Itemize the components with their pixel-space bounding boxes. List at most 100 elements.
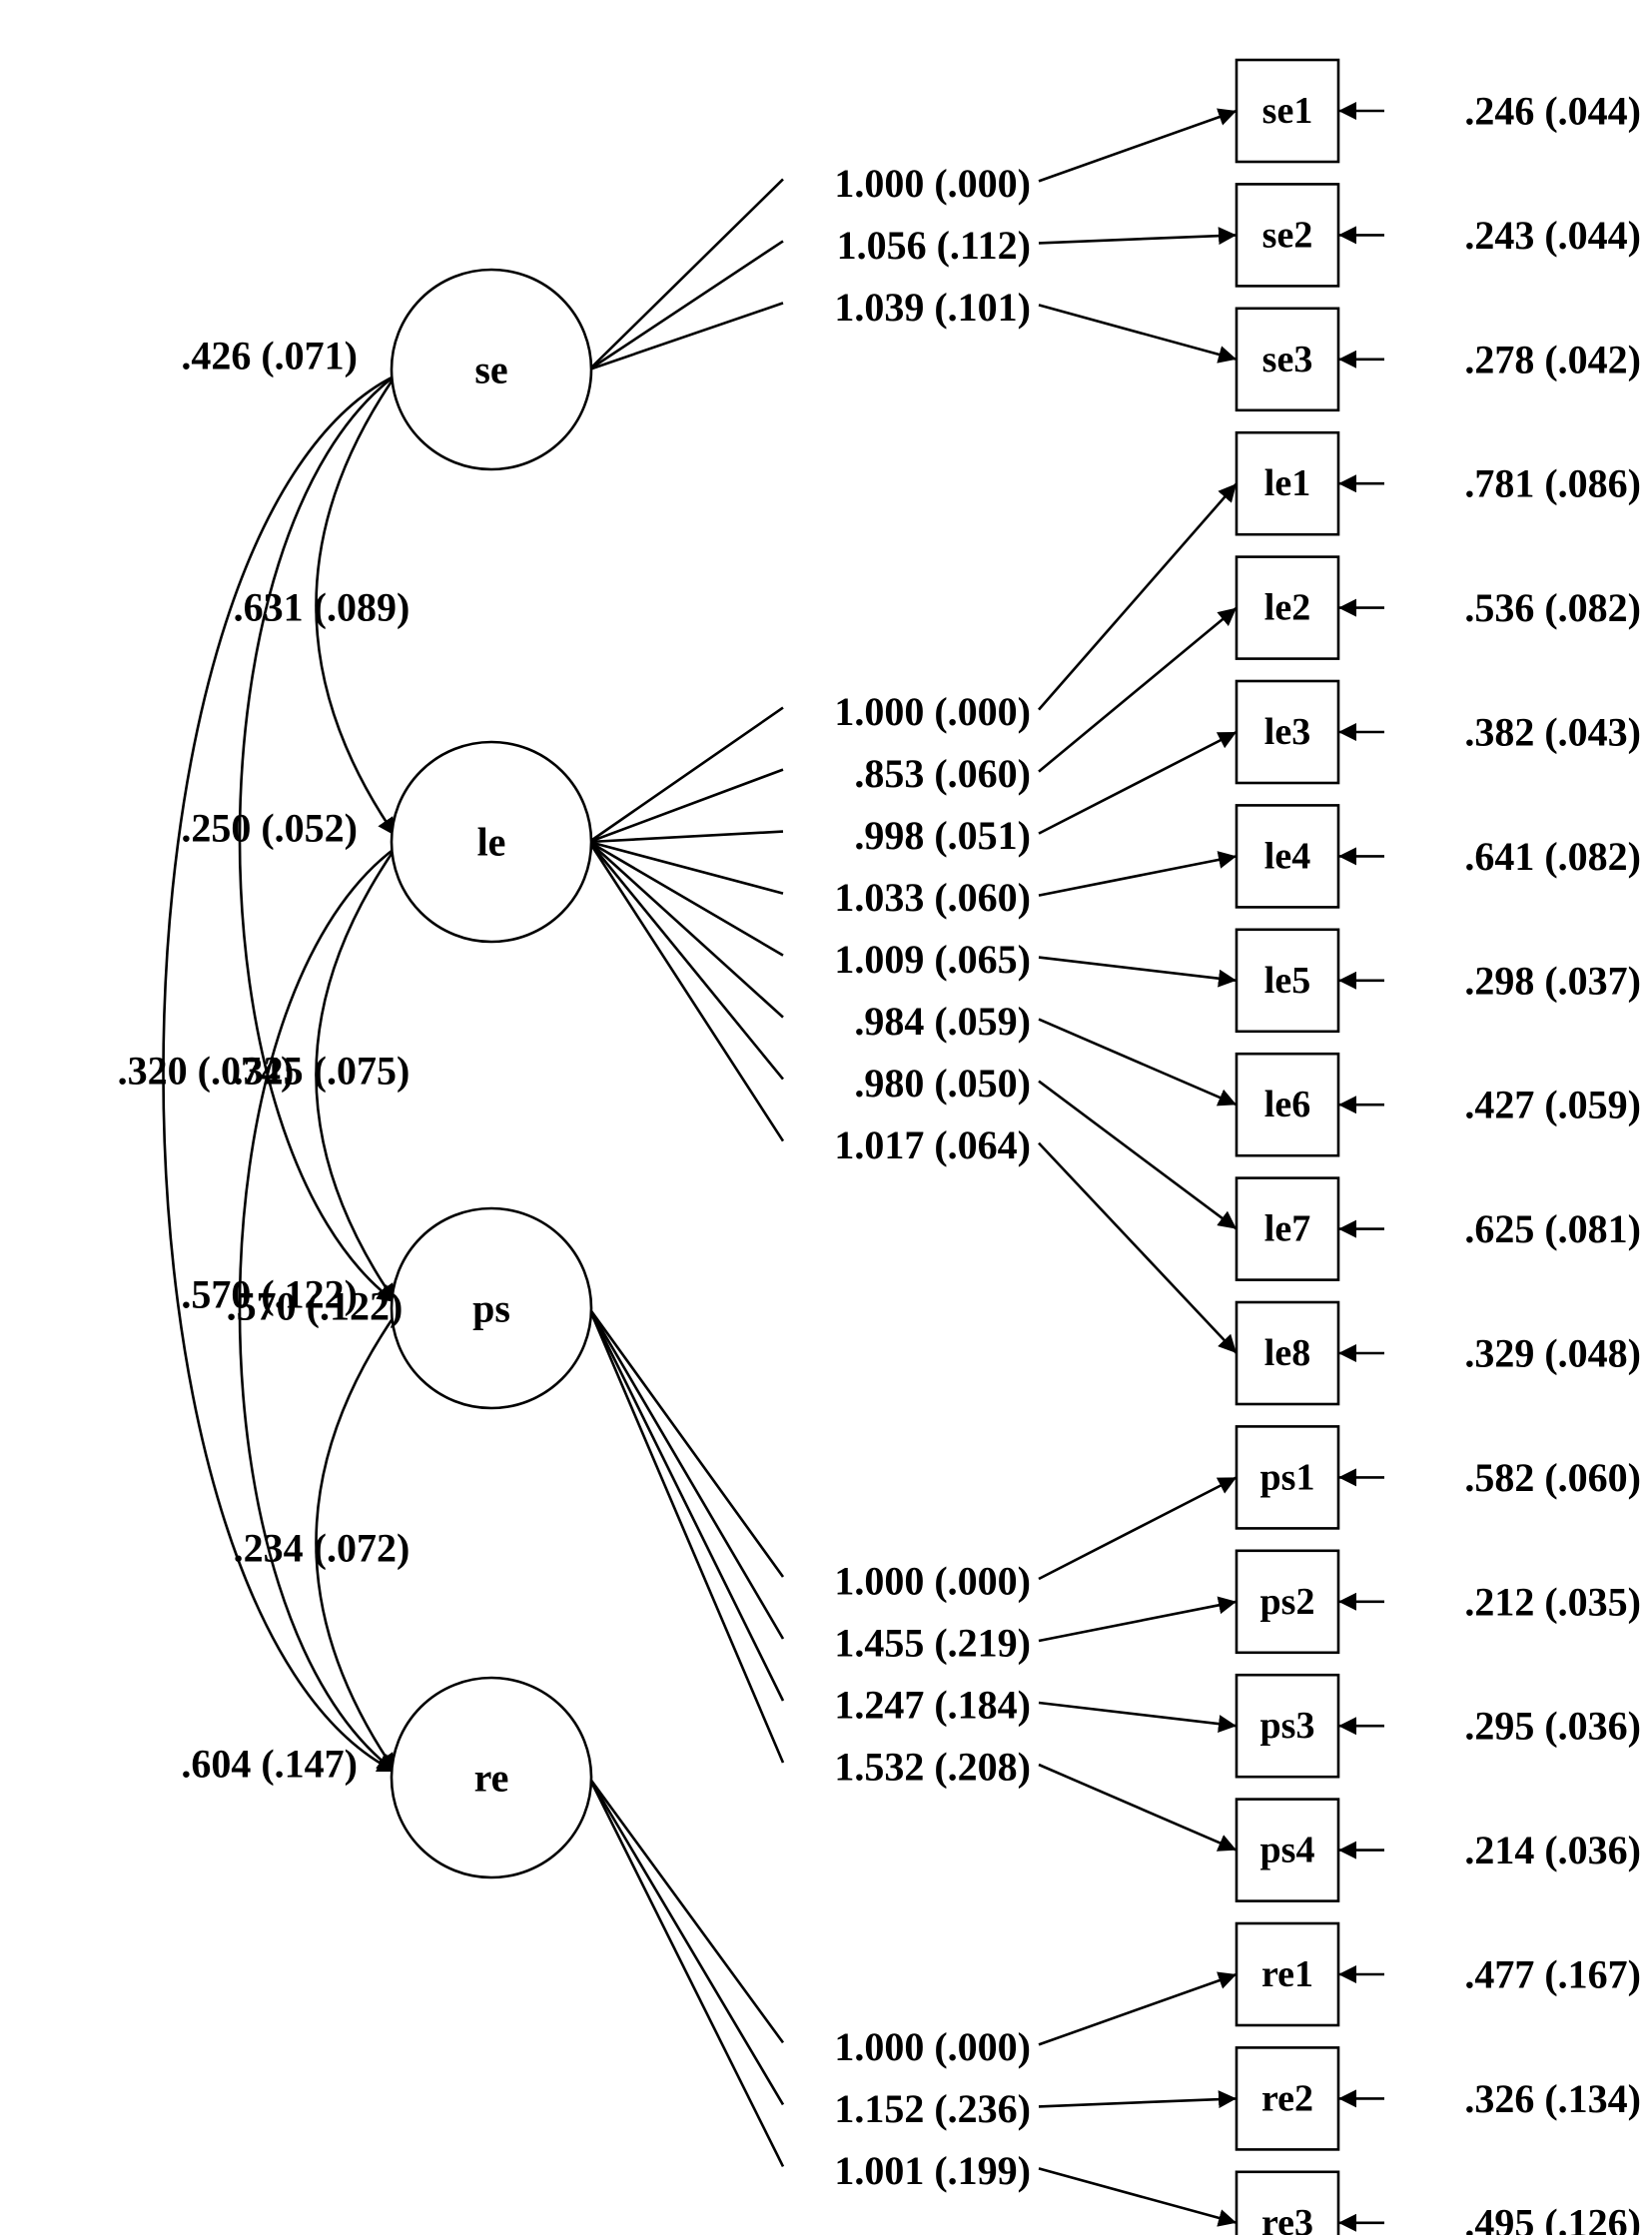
loading-arrow-le7: [1038, 1080, 1238, 1230]
indicator-box-re2: [1235, 2046, 1340, 2151]
loading-path-start-ps2: [587, 1307, 785, 1640]
latent-node-se: [390, 268, 593, 471]
indicator-label-le2: le2: [1264, 587, 1310, 629]
indicator-label-re2: re2: [1261, 2077, 1313, 2119]
loading-arrow-le5: [1038, 956, 1238, 988]
loading-label-re3: 1.001 (.199): [834, 2148, 1031, 2193]
loading-arrow-le6: [1038, 1018, 1238, 1107]
residual-label-le4: .641 (.082): [1464, 834, 1641, 879]
loading-label-le4: 1.033 (.060): [834, 875, 1031, 920]
covariance-label-se-ps: .325 (.075): [234, 1049, 411, 1094]
indicator-box-ps3: [1235, 1673, 1340, 1779]
residual-label-ps4: .214 (.036): [1464, 1828, 1641, 1872]
indicator-label-le6: le6: [1264, 1084, 1310, 1125]
loading-path-start-le6: [588, 841, 784, 1019]
loading-arrow-le4: [1038, 851, 1238, 897]
loading-arrow-se2: [1038, 227, 1238, 246]
loading-label-le3: .998 (.051): [854, 813, 1031, 858]
loading-path-start-le7: [587, 841, 785, 1081]
latent-label-ps: ps: [472, 1286, 510, 1331]
indicator-box-le7: [1235, 1176, 1340, 1281]
indicator-box-le1: [1235, 430, 1340, 536]
loading-path-start-le1: [588, 706, 784, 844]
indicator-label-se1: se1: [1262, 90, 1313, 132]
residual-label-le6: .427 (.059): [1464, 1083, 1641, 1127]
covariance-arc-se-re: [162, 359, 416, 1774]
covariance-label-ps-re: .234 (.072): [234, 1526, 411, 1571]
loading-path-start-ps1: [587, 1307, 785, 1578]
residual-label-ps1: .582 (.060): [1464, 1455, 1641, 1500]
indicator-label-ps3: ps3: [1260, 1705, 1315, 1747]
residual-label-se3: .278 (.042): [1464, 337, 1641, 381]
latent-node-re: [390, 1676, 593, 1879]
variance-label-re: .604 (.147): [181, 1742, 358, 1787]
covariance-label-le-re: .570 (.122): [227, 1284, 404, 1329]
indicator-box-le8: [1235, 1300, 1340, 1406]
residual-label-le2: .536 (.082): [1464, 585, 1641, 630]
indicator-box-re3: [1235, 2170, 1340, 2235]
covariance-arc-se-le: [315, 356, 413, 837]
loading-path-start-se2: [588, 240, 784, 372]
loading-path-start-se1: [588, 178, 784, 371]
residual-label-le3: .382 (.043): [1464, 710, 1641, 755]
loading-arrow-se3: [1038, 304, 1238, 364]
indicator-label-se3: se3: [1262, 339, 1313, 380]
indicator-box-le6: [1235, 1052, 1340, 1157]
loading-label-ps1: 1.000 (.000): [834, 1559, 1031, 1604]
residual-label-re1: .477 (.167): [1464, 1952, 1641, 1997]
loading-arrow-le1: [1038, 482, 1238, 711]
loading-label-re1: 1.000 (.000): [834, 2024, 1031, 2069]
indicator-label-le5: le5: [1264, 960, 1310, 1002]
edge-layer: [162, 102, 1384, 2232]
indicator-box-se1: [1235, 58, 1340, 164]
loading-label-re2: 1.152 (.236): [834, 2086, 1031, 2131]
residual-label-le7: .625 (.081): [1464, 1206, 1641, 1251]
loading-label-ps3: 1.247 (.184): [834, 1683, 1031, 1728]
loading-label-ps2: 1.455 (.219): [834, 1621, 1031, 1666]
loading-path-start-le3: [588, 830, 784, 844]
residual-label-ps3: .295 (.036): [1464, 1704, 1641, 1749]
indicator-box-le4: [1235, 804, 1340, 909]
indicator-box-ps2: [1235, 1549, 1340, 1655]
loading-arrow-ps2: [1038, 1596, 1238, 1643]
loading-path-start-le4: [588, 840, 784, 895]
loading-path-start-re2: [587, 1777, 785, 2106]
residual-label-se1: .246 (.044): [1464, 89, 1641, 134]
indicator-label-ps1: ps1: [1260, 1456, 1315, 1498]
latent-label-re: re: [474, 1756, 509, 1801]
indicator-box-se3: [1235, 307, 1340, 412]
loading-arrow-re3: [1038, 2167, 1238, 2227]
loading-path-start-re3: [587, 1777, 785, 2167]
loading-path-start-ps3: [587, 1307, 785, 1702]
loading-label-ps4: 1.532 (.208): [834, 1745, 1031, 1790]
indicator-label-re3: re3: [1261, 2202, 1313, 2235]
indicator-label-ps2: ps2: [1260, 1581, 1315, 1623]
residual-label-le5: .298 (.037): [1464, 958, 1641, 1003]
indicator-label-le8: le8: [1264, 1332, 1310, 1374]
indicator-box-ps1: [1235, 1425, 1340, 1530]
loading-arrow-ps1: [1038, 1476, 1238, 1581]
residual-label-se2: .243 (.044): [1464, 213, 1641, 258]
latent-label-le: le: [477, 820, 506, 865]
label-layer: .246 (.044) 1.000 (.000) .243 (.044) 1.056 …: [118, 89, 1641, 2235]
covariance-label-se-re: .320 (.074): [118, 1049, 295, 1094]
loading-label-le2: .853 (.060): [854, 751, 1031, 796]
indicator-box-re1: [1235, 1921, 1340, 2027]
residual-label-le1: .781 (.086): [1464, 461, 1641, 506]
loading-arrow-le8: [1038, 1141, 1238, 1354]
indicator-box-le5: [1235, 928, 1340, 1034]
loading-arrow-ps3: [1038, 1701, 1238, 1734]
indicator-label-se2: se2: [1262, 214, 1313, 256]
loading-path-start-le2: [588, 768, 784, 844]
latent-node-le: [390, 740, 593, 944]
covariance-arc-le-re: [238, 830, 415, 1774]
residual-label-re3: .495 (.126): [1464, 2200, 1641, 2235]
covariance-arc-se-ps: [238, 358, 415, 1304]
loading-label-le6: .984 (.059): [854, 999, 1031, 1044]
indicator-box-se2: [1235, 183, 1340, 288]
loading-label-se2: 1.056 (.112): [837, 223, 1031, 268]
indicator-label-le1: le1: [1264, 462, 1310, 504]
variance-label-se: .426 (.071): [181, 334, 358, 378]
loading-path-start-le8: [587, 841, 785, 1142]
